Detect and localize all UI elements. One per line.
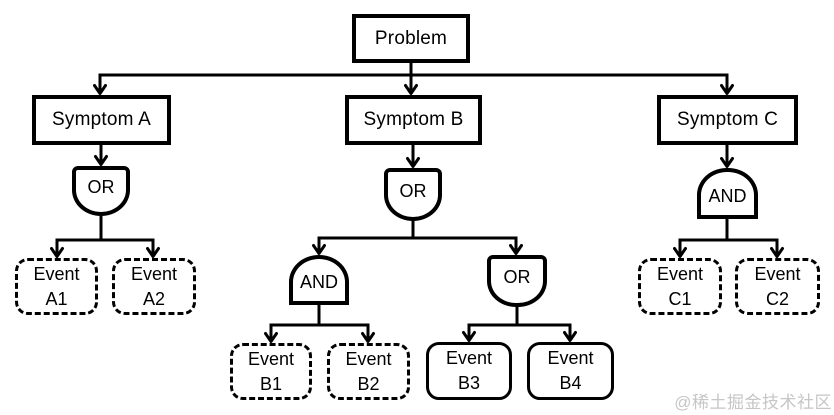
gate-a-label: OR xyxy=(87,177,115,197)
event-box-b3: Event B3 xyxy=(426,342,512,400)
symptom-a-label: Symptom A xyxy=(52,109,151,130)
symptom-a-node: Symptom A xyxy=(32,95,171,145)
event-c2-line2: C2 xyxy=(765,288,789,309)
gate-c-label: AND xyxy=(708,185,747,206)
or-gate-b-right: OR xyxy=(487,255,547,307)
event-b4-line1: Event xyxy=(547,348,594,368)
event-box-b1: Event B1 xyxy=(230,343,312,400)
gate-b-right-label: OR xyxy=(503,267,531,287)
event-b1-line2: B1 xyxy=(259,373,283,394)
or-gate-under-symptom-b: OR xyxy=(384,168,442,221)
event-b2-line1: Event xyxy=(345,348,392,369)
event-a1-line2: A1 xyxy=(45,288,68,309)
event-b1-line1: Event xyxy=(247,348,295,369)
event-box-c1: Event C1 xyxy=(638,258,722,315)
event-b4-line2: B4 xyxy=(559,373,582,393)
and-gate-b-left: AND xyxy=(289,255,349,305)
event-box-a2: Event A2 xyxy=(112,258,196,315)
event-a1-line1: Event xyxy=(33,263,80,284)
event-b3-line1: Event xyxy=(445,348,493,368)
event-box-a1: Event A1 xyxy=(15,258,98,315)
event-a2-line2: A2 xyxy=(142,288,166,309)
watermark-text: @稀土掘金技术社区 xyxy=(674,393,832,412)
event-box-b4: Event B4 xyxy=(527,342,614,400)
event-box-c2: Event C2 xyxy=(735,258,820,315)
event-c2-line1: Event xyxy=(754,263,801,284)
event-b2-line2: B2 xyxy=(357,373,380,394)
event-box-b2: Event B2 xyxy=(327,343,410,400)
and-gate-under-symptom-c: AND xyxy=(697,168,758,219)
symptom-c-node: Symptom C xyxy=(657,95,798,145)
event-b3-line2: B3 xyxy=(457,373,481,393)
symptom-b-node: Symptom B xyxy=(345,95,482,145)
symptom-b-label: Symptom B xyxy=(363,109,464,130)
problem-node: Problem xyxy=(352,14,470,63)
symptom-c-label: Symptom C xyxy=(676,109,779,130)
problem-label: Problem xyxy=(374,27,448,49)
gate-b-label: OR xyxy=(399,180,427,201)
event-c1-line2: C1 xyxy=(668,288,692,309)
connector-trunks xyxy=(55,63,779,327)
event-a2-line1: Event xyxy=(130,263,178,284)
gate-b-left-label: AND xyxy=(299,272,338,292)
or-gate-under-symptom-a: OR xyxy=(72,166,130,216)
event-c1-line1: Event xyxy=(656,263,704,284)
